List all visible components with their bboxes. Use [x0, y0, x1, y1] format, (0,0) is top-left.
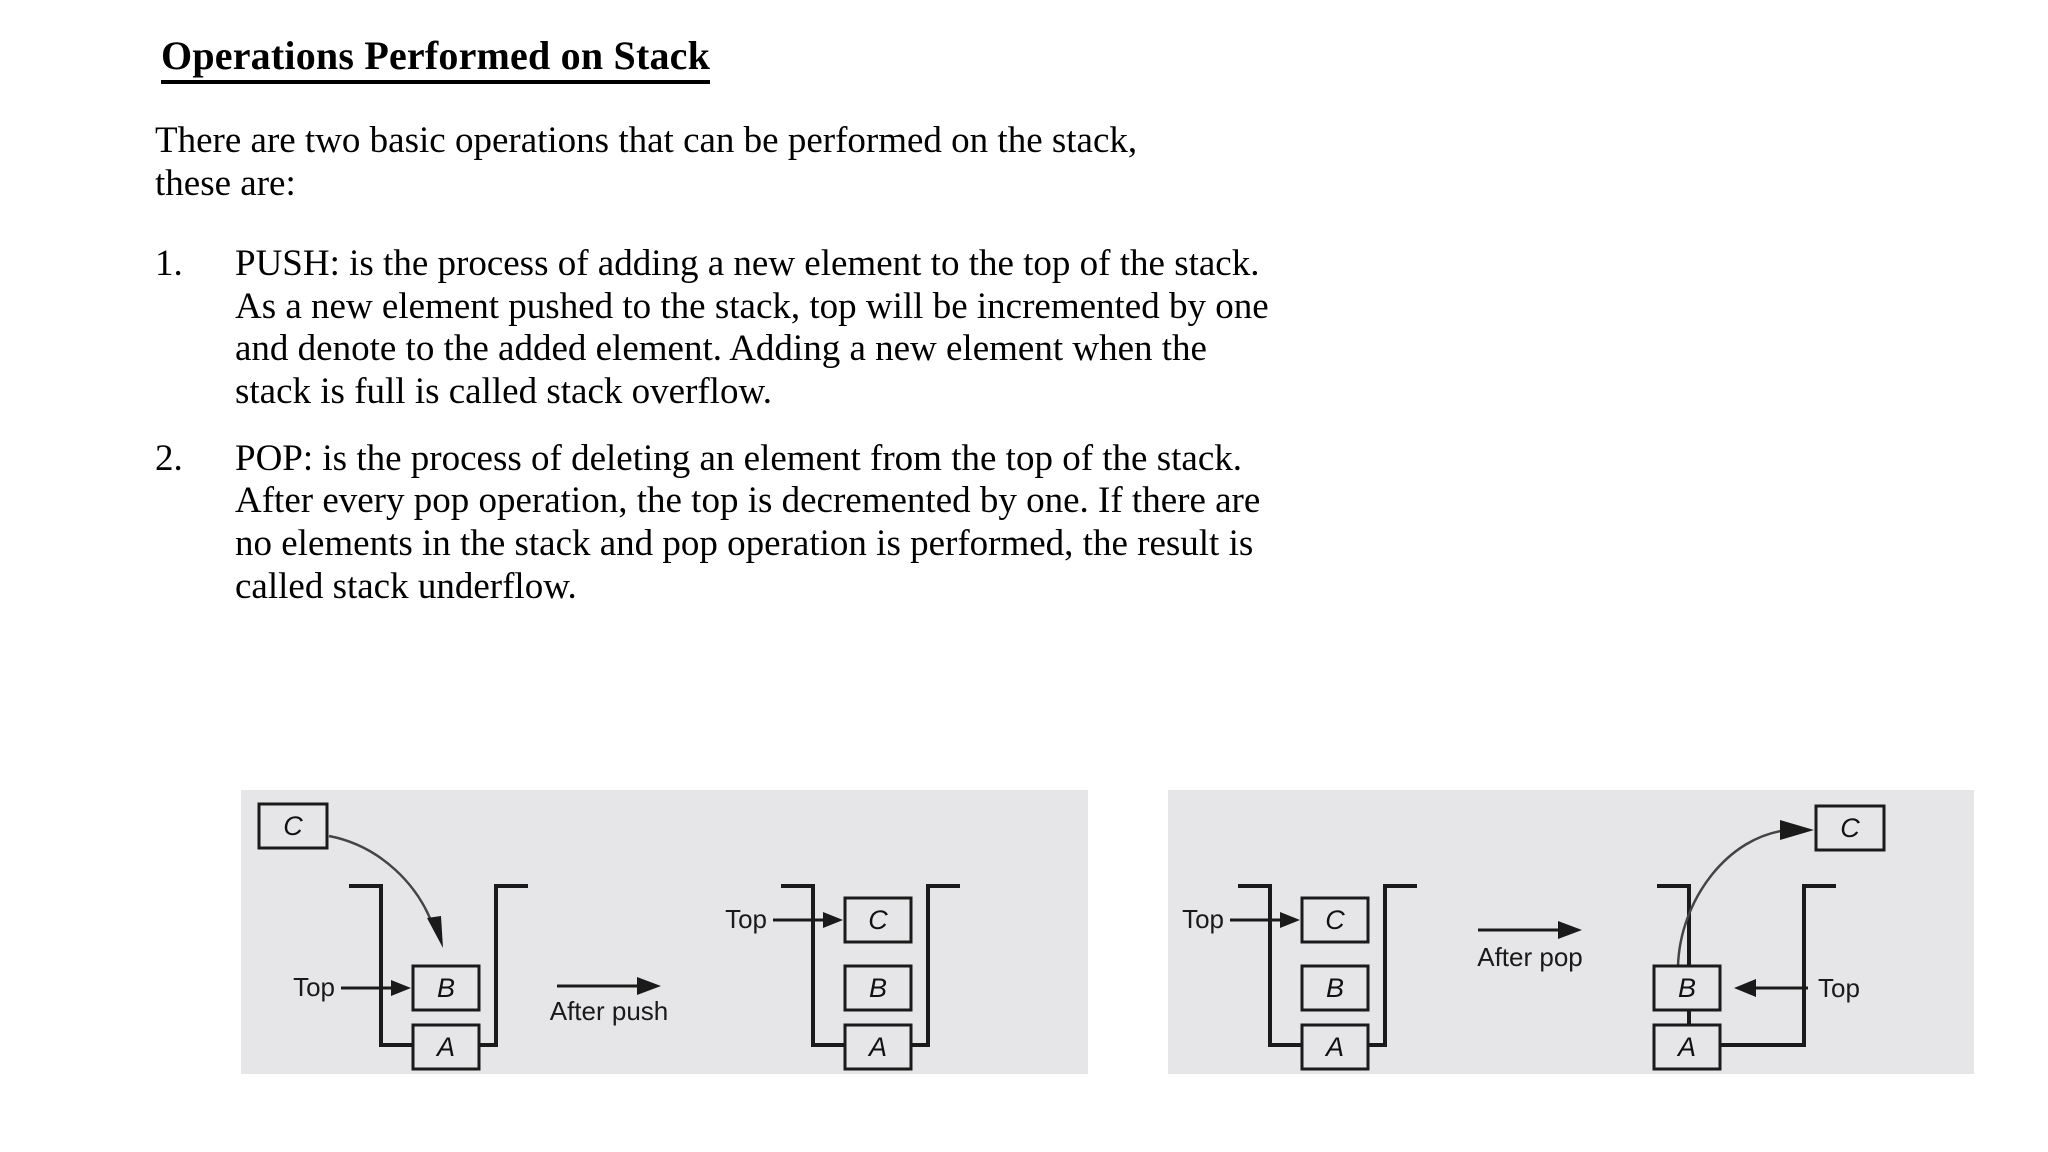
intro-paragraph: There are two basic operations that can …	[155, 120, 1575, 206]
pop-after-top-label: Top	[1818, 973, 1860, 1003]
operations-list: 1. PUSH: is the process of adding a new …	[155, 243, 1775, 609]
pop-before-cell-B-label: B	[1326, 973, 1344, 1003]
pop-before-top-pointer	[1230, 912, 1300, 928]
push-before-cell-A	[411, 1023, 481, 1071]
pop-after-top-pointer	[1734, 979, 1808, 997]
page-title: Operations Performed on Stack	[161, 34, 711, 84]
list-item-pop: 2. POP: is the process of deleting an el…	[155, 438, 1795, 609]
pop-before-cell-C-label: C	[1325, 905, 1345, 935]
pop-before-cell-A	[1300, 1023, 1370, 1071]
push-after-top-label: Top	[725, 904, 767, 934]
list-item-push: 1. PUSH: is the process of adding a new …	[155, 243, 1795, 414]
pop-operation-figure: Top C B A After pop C Top B A	[1168, 790, 1974, 1074]
push-transition-arrow	[557, 977, 661, 995]
pop-before-cell-B	[1300, 964, 1370, 1012]
pop-after-cell-A-label: A	[1676, 1032, 1696, 1062]
intro-line-1: There are two basic operations that can …	[155, 120, 1138, 161]
push-line-1: PUSH: is the process of adding a new ele…	[235, 242, 1260, 284]
pop-transition-arrow	[1478, 921, 1582, 939]
pop-before-top-label: Top	[1182, 904, 1224, 934]
push-after-cell-B	[843, 964, 913, 1012]
push-floating-element-box	[257, 802, 329, 850]
pop-curved-arrow	[1676, 828, 1789, 967]
pop-after-stack-container	[1657, 884, 1836, 1047]
pop-after-cell-B	[1652, 964, 1722, 1012]
pop-transition-label: After pop	[1477, 942, 1583, 972]
pop-after-cell-A	[1652, 1023, 1722, 1071]
pop-floating-element-box	[1814, 804, 1886, 852]
push-after-cell-B-label: B	[869, 973, 887, 1003]
push-operation-figure: C Top B A After push Top C B A	[241, 790, 1088, 1074]
pop-line-1: POP: is the process of deleting an eleme…	[235, 437, 1242, 479]
push-line-4: stack is full is called stack overflow.	[235, 371, 773, 413]
pop-line-2: After every pop operation, the top is de…	[235, 480, 1261, 522]
pop-before-cell-C	[1300, 896, 1370, 944]
pop-floating-element-label: C	[1840, 813, 1860, 843]
push-transition-label: After push	[550, 996, 669, 1026]
pop-before-cell-A-label: A	[1324, 1032, 1344, 1062]
push-after-cell-A	[843, 1023, 913, 1071]
push-after-cell-A-label: A	[867, 1032, 887, 1062]
push-before-cell-B	[411, 964, 481, 1012]
figures-row: C Top B A After push Top C B A	[0, 790, 2048, 1074]
push-floating-element-label: C	[283, 811, 303, 841]
list-marker-2: 2.	[155, 437, 183, 479]
push-after-top-pointer	[773, 912, 843, 928]
pop-arrowhead	[1780, 820, 1814, 840]
push-before-cell-B-label: B	[437, 973, 455, 1003]
push-before-top-label: Top	[293, 972, 335, 1002]
pop-after-cell-B-label: B	[1678, 973, 1696, 1003]
push-after-cell-C	[843, 896, 913, 944]
push-after-cell-C-label: C	[868, 905, 888, 935]
push-line-3: and denote to the added element. Adding …	[235, 328, 1207, 370]
push-before-cell-A-label: A	[435, 1032, 455, 1062]
pop-line-4: called stack underflow.	[235, 565, 577, 607]
push-line-2: As a new element pushed to the stack, to…	[235, 285, 1269, 327]
pop-line-3: no elements in the stack and pop operati…	[235, 523, 1254, 565]
intro-line-2: these are:	[155, 162, 296, 204]
push-arrowhead	[427, 916, 443, 948]
list-marker-1: 1.	[155, 242, 183, 284]
push-curved-arrow	[328, 834, 435, 927]
push-before-top-pointer	[341, 980, 411, 996]
document-body: Operations Performed on Stack There are …	[155, 34, 1775, 633]
